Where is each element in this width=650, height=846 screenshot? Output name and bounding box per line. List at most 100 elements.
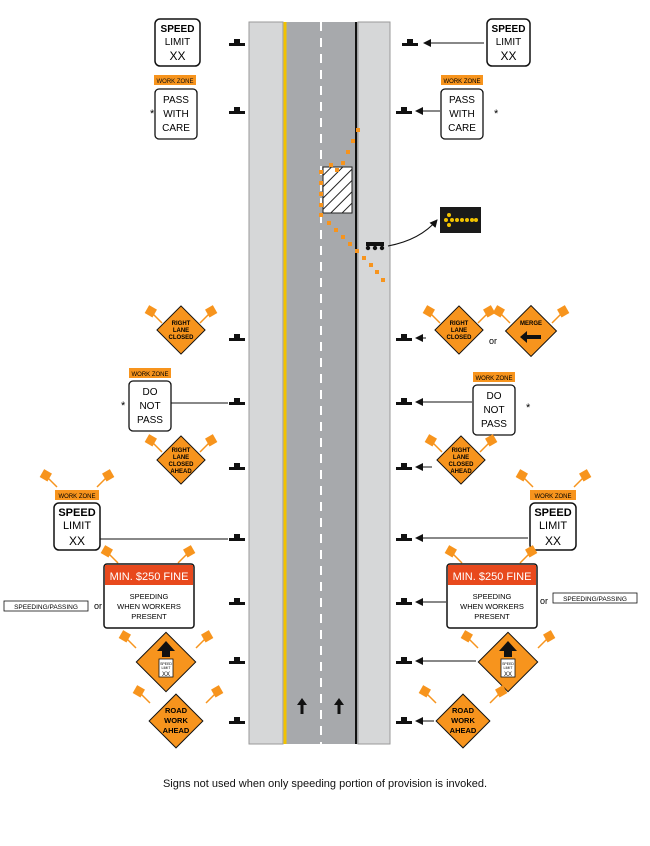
sign-post-icon bbox=[229, 463, 245, 470]
pass-with-care-sign-left: WORK ZONE PASS WITH CARE bbox=[154, 75, 198, 140]
sign-text: MERGE bbox=[520, 321, 542, 327]
fine-header-text: MIN. $250 FINE bbox=[453, 571, 532, 583]
work-zone-plaque-text: WORK ZONE bbox=[444, 79, 481, 85]
sign-text: SPEED bbox=[492, 24, 526, 35]
sign-text: WHEN WORKERS bbox=[460, 602, 524, 611]
sign-text: WHEN WORKERS bbox=[117, 602, 181, 611]
sign-text: PASS bbox=[163, 95, 189, 106]
sign-text: SPEED bbox=[58, 507, 95, 519]
sign-text: SPEEDING bbox=[130, 592, 169, 601]
speed-limit-sign-left-top: SPEED LIMIT XX bbox=[154, 18, 201, 67]
right-lane-closed-ahead-sign-right: RIGHT LANE CLOSED AHEAD bbox=[423, 433, 499, 485]
sign-text: SPEED bbox=[534, 507, 571, 519]
footnote: Signs not used when only speeding portio… bbox=[162, 778, 488, 790]
reduced-speed-ahead-sign-right: SPEED LIMIT XX bbox=[459, 629, 557, 693]
sign-post-icon bbox=[396, 107, 412, 114]
or-label: or bbox=[489, 336, 497, 346]
sign-text: AHEAD bbox=[450, 726, 477, 735]
sign-text: ROAD bbox=[452, 706, 475, 715]
right-lane-closed-sign-left: RIGHT LANE CLOSED bbox=[143, 304, 219, 355]
sign-text: XX bbox=[162, 672, 170, 678]
channelizing-cones bbox=[319, 128, 385, 282]
sign-text: RIGHT bbox=[452, 448, 471, 454]
up-arrow-icon bbox=[157, 641, 175, 657]
sign-text: ROAD bbox=[165, 706, 188, 715]
sign-text: AHEAD bbox=[450, 469, 472, 475]
sign-text: CARE bbox=[448, 123, 476, 134]
min-fine-sign-left: MIN. $250 FINE SPEEDING WHEN WORKERS PRE… bbox=[99, 544, 197, 629]
sign-post-icon bbox=[229, 534, 245, 541]
speeding-passing-plaque-right: SPEEDING/PASSING bbox=[552, 592, 638, 604]
or-label: or bbox=[540, 596, 548, 606]
asterisk-note: * bbox=[150, 108, 155, 120]
sign-text: CARE bbox=[162, 123, 190, 134]
sign-text: LIMIT bbox=[496, 37, 522, 48]
right-lane-closed-ahead-sign-left: RIGHT LANE CLOSED AHEAD bbox=[143, 433, 219, 485]
up-arrow-icon bbox=[499, 641, 517, 657]
sign-text: WORK bbox=[451, 716, 475, 725]
sign-text: RIGHT bbox=[172, 321, 191, 327]
sign-text: CLOSED bbox=[446, 335, 472, 341]
sign-post-icon bbox=[229, 107, 245, 114]
sign-text: LIMIT bbox=[504, 666, 514, 670]
sign-text: PRESENT bbox=[474, 612, 510, 621]
sign-text: DO bbox=[143, 387, 158, 398]
sign-text: LANE bbox=[451, 328, 467, 334]
sign-text: LIMIT bbox=[63, 520, 91, 532]
sign-text: WITH bbox=[163, 109, 189, 120]
sign-text: LIMIT bbox=[165, 37, 191, 48]
or-label: or bbox=[94, 601, 102, 611]
do-not-pass-sign-right: WORK ZONE DO NOT PASS bbox=[472, 372, 516, 436]
work-zone-plaque-text: WORK ZONE bbox=[476, 376, 513, 382]
roadway bbox=[248, 21, 391, 745]
sign-post-icon bbox=[229, 598, 245, 605]
sign-post-icon bbox=[229, 657, 245, 664]
sign-text: LIMIT bbox=[539, 520, 567, 532]
sign-text: SPEED bbox=[502, 662, 514, 666]
sign-text: WITH bbox=[449, 109, 475, 120]
sign-text: LANE bbox=[173, 455, 189, 461]
sign-text: XX bbox=[169, 49, 185, 63]
sign-text: PASS bbox=[481, 419, 507, 430]
sign-text: PRESENT bbox=[131, 612, 167, 621]
sign-text: PASS bbox=[137, 415, 163, 426]
lane-arrow-left bbox=[297, 698, 307, 714]
sign-text: SPEED bbox=[160, 662, 172, 666]
arrow-board-trailer bbox=[365, 242, 385, 251]
asterisk-note: * bbox=[121, 400, 126, 412]
sign-text: SPEEDING bbox=[473, 592, 512, 601]
sign-text: SPEEDING/PASSING bbox=[563, 596, 627, 603]
road-work-ahead-sign-right: ROAD WORK AHEAD bbox=[417, 684, 509, 749]
sign-post-icon bbox=[229, 334, 245, 341]
sign-text: WORK bbox=[164, 716, 188, 725]
sign-post-icon bbox=[396, 717, 412, 724]
left-shoulder bbox=[248, 21, 284, 745]
arrow-board-callout bbox=[387, 219, 438, 247]
sign-text: LANE bbox=[453, 455, 469, 461]
sign-post-icon bbox=[229, 39, 245, 46]
reduced-speed-ahead-sign-left: SPEED LIMIT XX bbox=[117, 629, 215, 693]
speed-limit-sign-right-top: SPEED LIMIT XX bbox=[486, 18, 531, 67]
sign-post-icon bbox=[396, 334, 412, 341]
sign-post-icon bbox=[396, 398, 412, 405]
right-shoulder bbox=[357, 21, 391, 745]
sign-text: CLOSED bbox=[168, 335, 194, 341]
sign-text: DO bbox=[487, 391, 502, 402]
do-not-pass-sign-left: WORK ZONE DO NOT PASS bbox=[128, 368, 172, 432]
sign-text: NOT bbox=[483, 405, 504, 416]
sign-text: CLOSED bbox=[448, 462, 474, 468]
asterisk-note: * bbox=[526, 402, 531, 414]
sign-text: NOT bbox=[139, 401, 160, 412]
fine-header-text: MIN. $250 FINE bbox=[110, 571, 189, 583]
road-work-ahead-sign-left: ROAD WORK AHEAD bbox=[131, 684, 225, 749]
sign-post-icon bbox=[396, 534, 412, 541]
speeding-passing-plaque-left: SPEEDING/PASSING bbox=[3, 600, 89, 612]
sign-text: LANE bbox=[173, 328, 189, 334]
sign-text: RIGHT bbox=[450, 321, 469, 327]
work-area-hatched bbox=[322, 166, 353, 214]
sign-post-icon bbox=[396, 657, 412, 664]
asterisk-note: * bbox=[494, 108, 499, 120]
sign-text: CLOSED bbox=[168, 462, 194, 468]
work-zone-plaque-text: WORK ZONE bbox=[59, 494, 96, 500]
